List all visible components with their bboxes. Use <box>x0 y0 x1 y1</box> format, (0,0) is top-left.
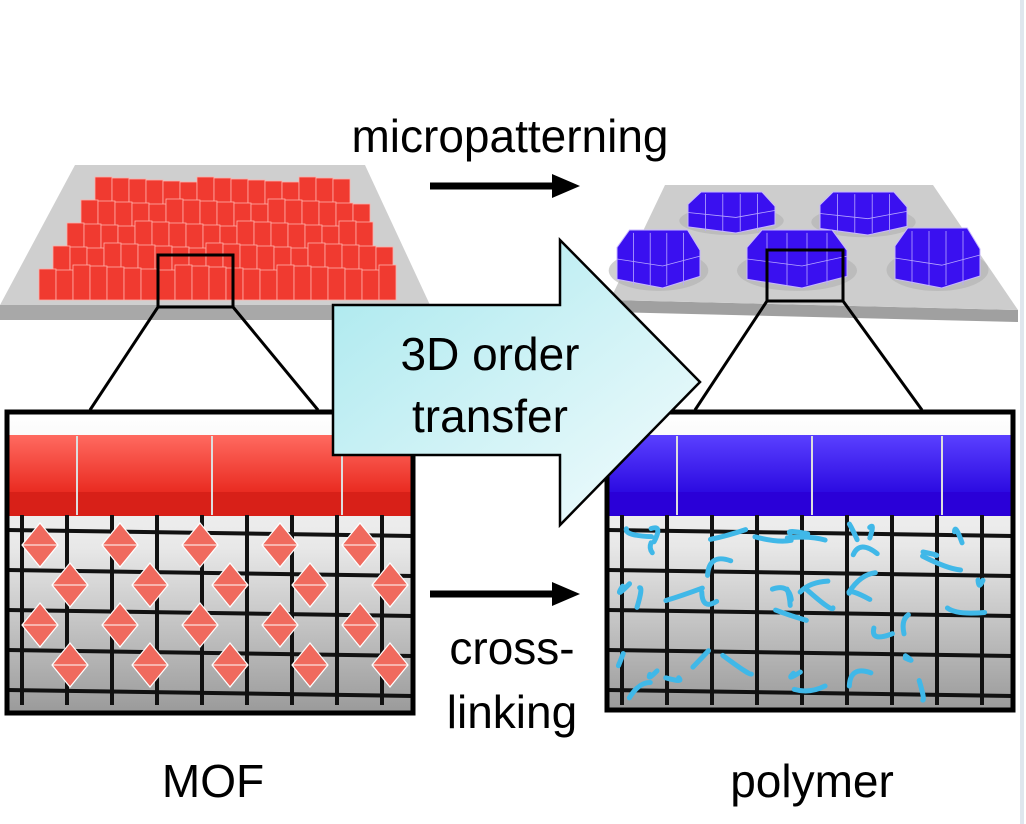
crosslinker-strand <box>797 578 831 595</box>
crosslinking-arrow <box>430 582 580 606</box>
crosslinker-strand <box>920 549 940 558</box>
polymer-micropatterns <box>608 191 989 291</box>
polymer-structure-panel <box>604 409 1016 713</box>
crosslinker-strand <box>616 581 633 595</box>
crosslinker-strand <box>951 526 965 546</box>
crosslinker-strand <box>786 528 811 537</box>
crosslinker-strand <box>784 586 793 608</box>
crosslinker-strand <box>648 525 661 545</box>
crosslinker-strand <box>867 523 875 541</box>
crosslinker-strand <box>975 577 986 588</box>
crosslinking-label-line1: cross- <box>449 622 574 674</box>
mof-label: MOF <box>162 755 264 807</box>
crosslinker-strand <box>634 585 644 610</box>
crosslinker-strand <box>705 556 734 578</box>
crosslinker-strand <box>663 585 705 604</box>
crosslinker-strand <box>791 683 828 694</box>
crosslinking-label-line2: linking <box>447 686 577 738</box>
crosslinker-strand <box>870 625 895 640</box>
polymer-label: polymer <box>730 755 894 807</box>
mof-structure-panel <box>4 409 416 716</box>
crosslinker-strand <box>773 607 809 623</box>
crosslinker-strand <box>916 678 926 703</box>
crosslinker-strand <box>626 679 653 701</box>
crosslinker-strand <box>699 589 720 607</box>
mof-zoom-region <box>156 253 235 309</box>
crosslinker-strand <box>846 668 874 689</box>
mof-film-crystals <box>38 176 397 301</box>
crosslinker-strand <box>720 652 754 677</box>
crosslinker-strand <box>615 651 626 669</box>
crosslinker-strand <box>623 526 654 540</box>
polymer-zoom-line-right <box>841 300 924 411</box>
crosslinker-strand <box>788 669 803 680</box>
crosslinker-strand <box>902 653 914 663</box>
arrow-label-line2: transfer <box>412 390 568 442</box>
micropatterning-arrow <box>430 174 580 198</box>
crosslinker-strand <box>850 544 880 558</box>
crosslinker-strand <box>846 521 860 543</box>
crosslinker-strand <box>900 612 911 637</box>
crosslinker-strand <box>804 587 836 612</box>
crosslinker-strand <box>646 668 660 680</box>
crosslinker-strand <box>846 589 873 602</box>
polymer-zoom-line-left <box>693 300 769 411</box>
mof-zoom-line-right <box>231 306 320 411</box>
crosslinker-strand <box>647 540 655 556</box>
order-transfer-arrow: 3D order transfer <box>331 236 702 529</box>
crosslinker-strand <box>707 527 749 542</box>
polymer-zoom-region <box>765 248 845 303</box>
micropatterning-label: micropatterning <box>351 110 668 162</box>
crosslinker-strand <box>784 534 828 543</box>
crosslinker-strand <box>752 534 794 544</box>
crosslinker-strand <box>944 605 988 616</box>
mof-zoom-line-left <box>88 306 160 411</box>
crosslinker-strand <box>663 675 683 683</box>
crosslinker-strand <box>920 553 964 573</box>
crosslinker-strand <box>690 648 711 670</box>
arrow-label-line1: 3D order <box>401 328 580 380</box>
